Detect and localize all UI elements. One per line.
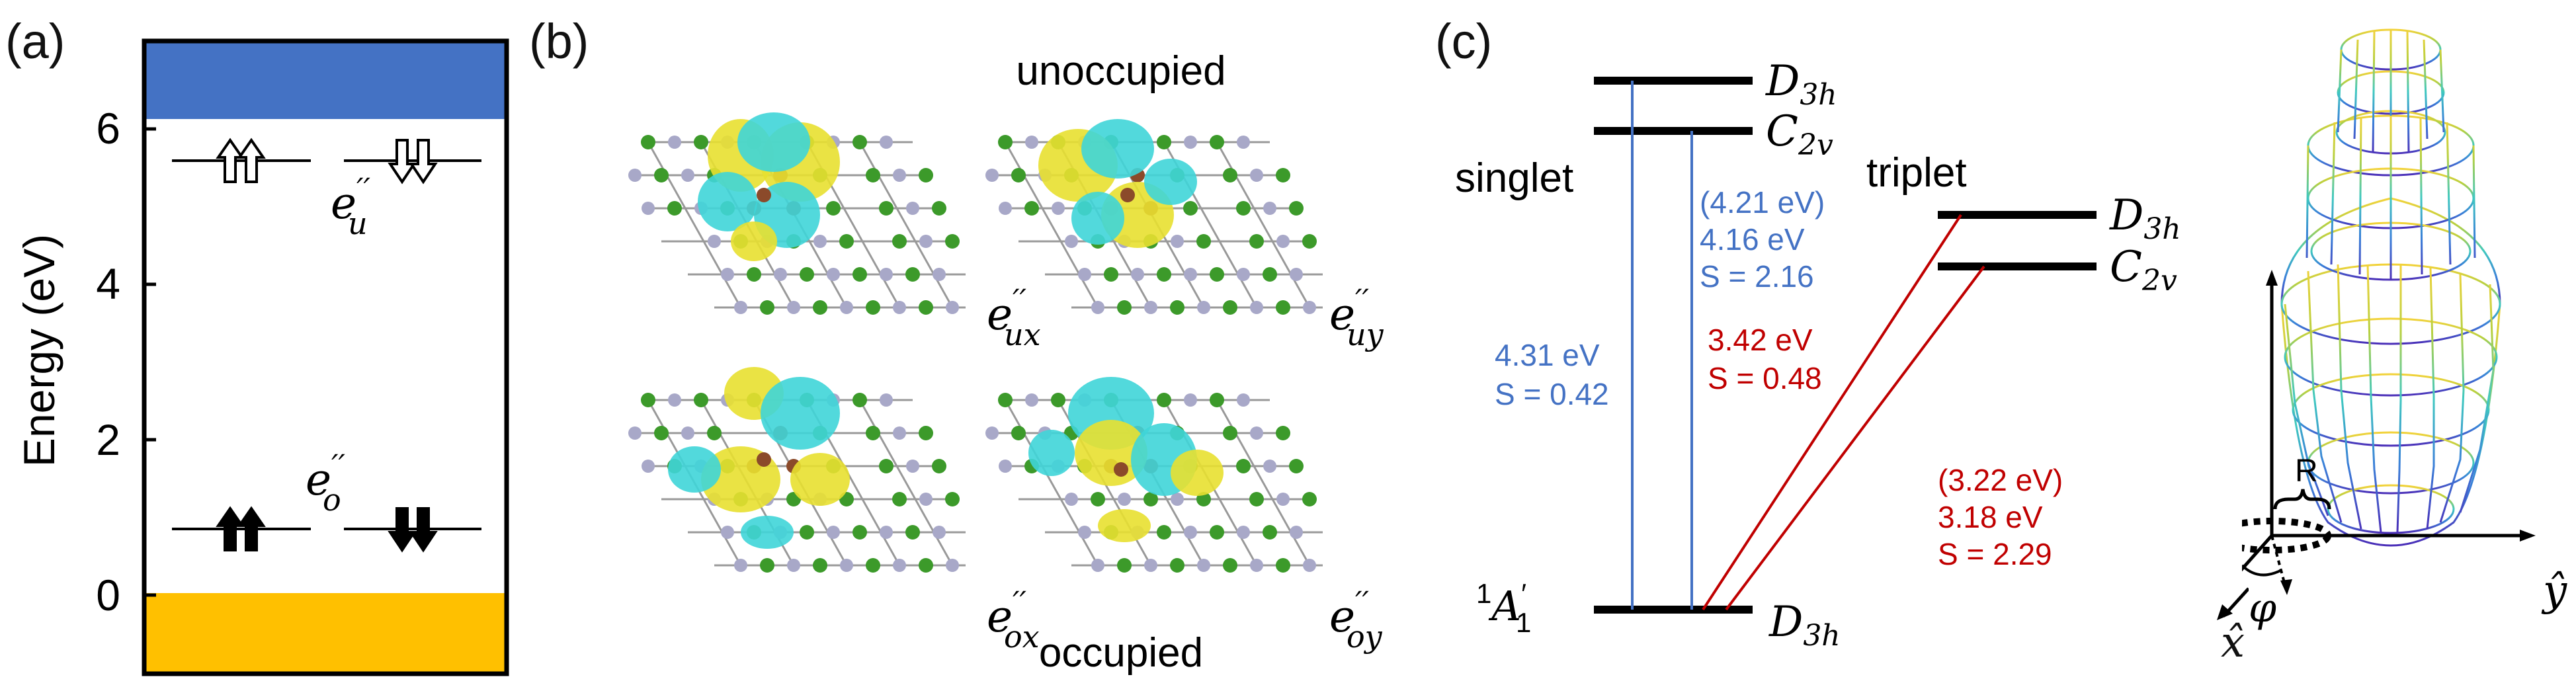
angle-label: φ [2249,585,2276,631]
vertical-axis-arrow [2266,270,2278,286]
panel-a-label: (a) [5,14,65,69]
panel-d-surface: R φ ŷ [2242,28,2567,631]
svg-text:S = 2.29: S = 2.29 [1938,537,2052,571]
label-triplet: triplet [1866,150,1967,196]
transition-triplet-c2v [1725,265,1985,611]
y-axis-arrow [2520,530,2536,542]
label-ground-d3h: D3h [1768,598,1841,653]
orbital-euy [984,119,1324,316]
caption-unoccupied: unoccupied [1016,48,1226,94]
label-eoy: e′′oy [1329,584,1383,655]
x-axis [2242,534,2273,572]
valence-band [144,593,507,674]
orbital-eox [627,367,967,574]
svg-text:3.42 eV: 3.42 eV [1708,323,1813,357]
panel-a-diagram: Energy (eV) 0 2 4 6 e′′u e′′o [15,38,509,676]
orbital-eux [627,112,967,316]
filled-down-arrows [388,507,438,553]
label-ground-state: 1A′1 [1476,578,1531,638]
label-euy: e′′uy [1329,282,1384,352]
y-axis-label: Energy (eV) [15,234,63,467]
radius-brace [2273,489,2331,510]
svg-text:S = 2.16: S = 2.16 [1700,259,1814,294]
y-ticks [144,127,156,597]
svg-text:S = 0.42: S = 0.42 [1495,377,1609,411]
y-tick-labels: 0 2 4 6 [96,104,120,620]
caption-occupied: occupied [1039,630,1203,676]
label-triplet-d3h: D3h [2109,191,2181,246]
radius-label: R [2295,454,2318,489]
potential-mesh [2280,28,2501,547]
label-eux: e′′ux [987,282,1041,352]
svg-text:(4.21 eV): (4.21 eV) [1700,185,1825,220]
label-triplet-c2v: C2v [2110,243,2177,298]
angle-ray-arrow [2280,579,2292,595]
y-axis-label: ŷ [2541,567,2567,616]
plot-frame [142,38,509,676]
level-eo-label: e′′o [306,448,346,518]
panel-c-label: (c) [1435,14,1493,69]
y-tick-6: 6 [96,104,120,153]
panel-b-label: (b) [529,14,589,69]
annotation-triplet-d3h: 3.42 eV S = 0.48 [1708,323,1822,395]
orbital-eoy [984,377,1324,574]
panel-c-diagram: D3h C2v D3h C2v D3h 1A′1 singlet triplet… [1455,57,2181,653]
svg-text:(3.22 eV): (3.22 eV) [1938,463,2063,497]
label-singlet-d3h: D3h [1765,57,1837,112]
hollow-down-arrows [388,139,438,184]
x-axis-label: x̂ [2221,618,2245,667]
x-axis-arrowhead [2217,587,2249,620]
svg-text:S = 0.48: S = 0.48 [1708,361,1822,395]
y-tick-4: 4 [96,259,120,308]
label-eox: e′′ox [987,584,1040,655]
annotation-triplet-c2v: (3.22 eV) 3.18 eV S = 2.29 [1938,463,2063,571]
annotation-singlet-d3h: 4.31 eV S = 0.42 [1495,338,1609,411]
hollow-up-arrows [216,138,266,183]
panel-b-orbitals: unoccupied [627,48,1384,676]
label-singlet-c2v: C2v [1766,107,1833,162]
level-eu-label: e′′u [331,171,371,241]
y-tick-2: 2 [96,415,120,464]
angle-arc [2242,564,2282,577]
svg-text:4.31 eV: 4.31 eV [1495,338,1600,372]
transition-triplet-d3h [1702,214,1962,611]
y-tick-0: 0 [96,571,120,620]
svg-text:3.18 eV: 3.18 eV [1938,500,2043,534]
annotation-singlet-c2v: (4.21 eV) 4.16 eV S = 2.16 [1700,185,1825,294]
svg-text:4.16 eV: 4.16 eV [1700,222,1805,257]
angle-ray [2270,535,2286,586]
label-singlet: singlet [1455,155,1573,201]
conduction-band [144,41,507,119]
filled-up-arrows [216,506,266,551]
